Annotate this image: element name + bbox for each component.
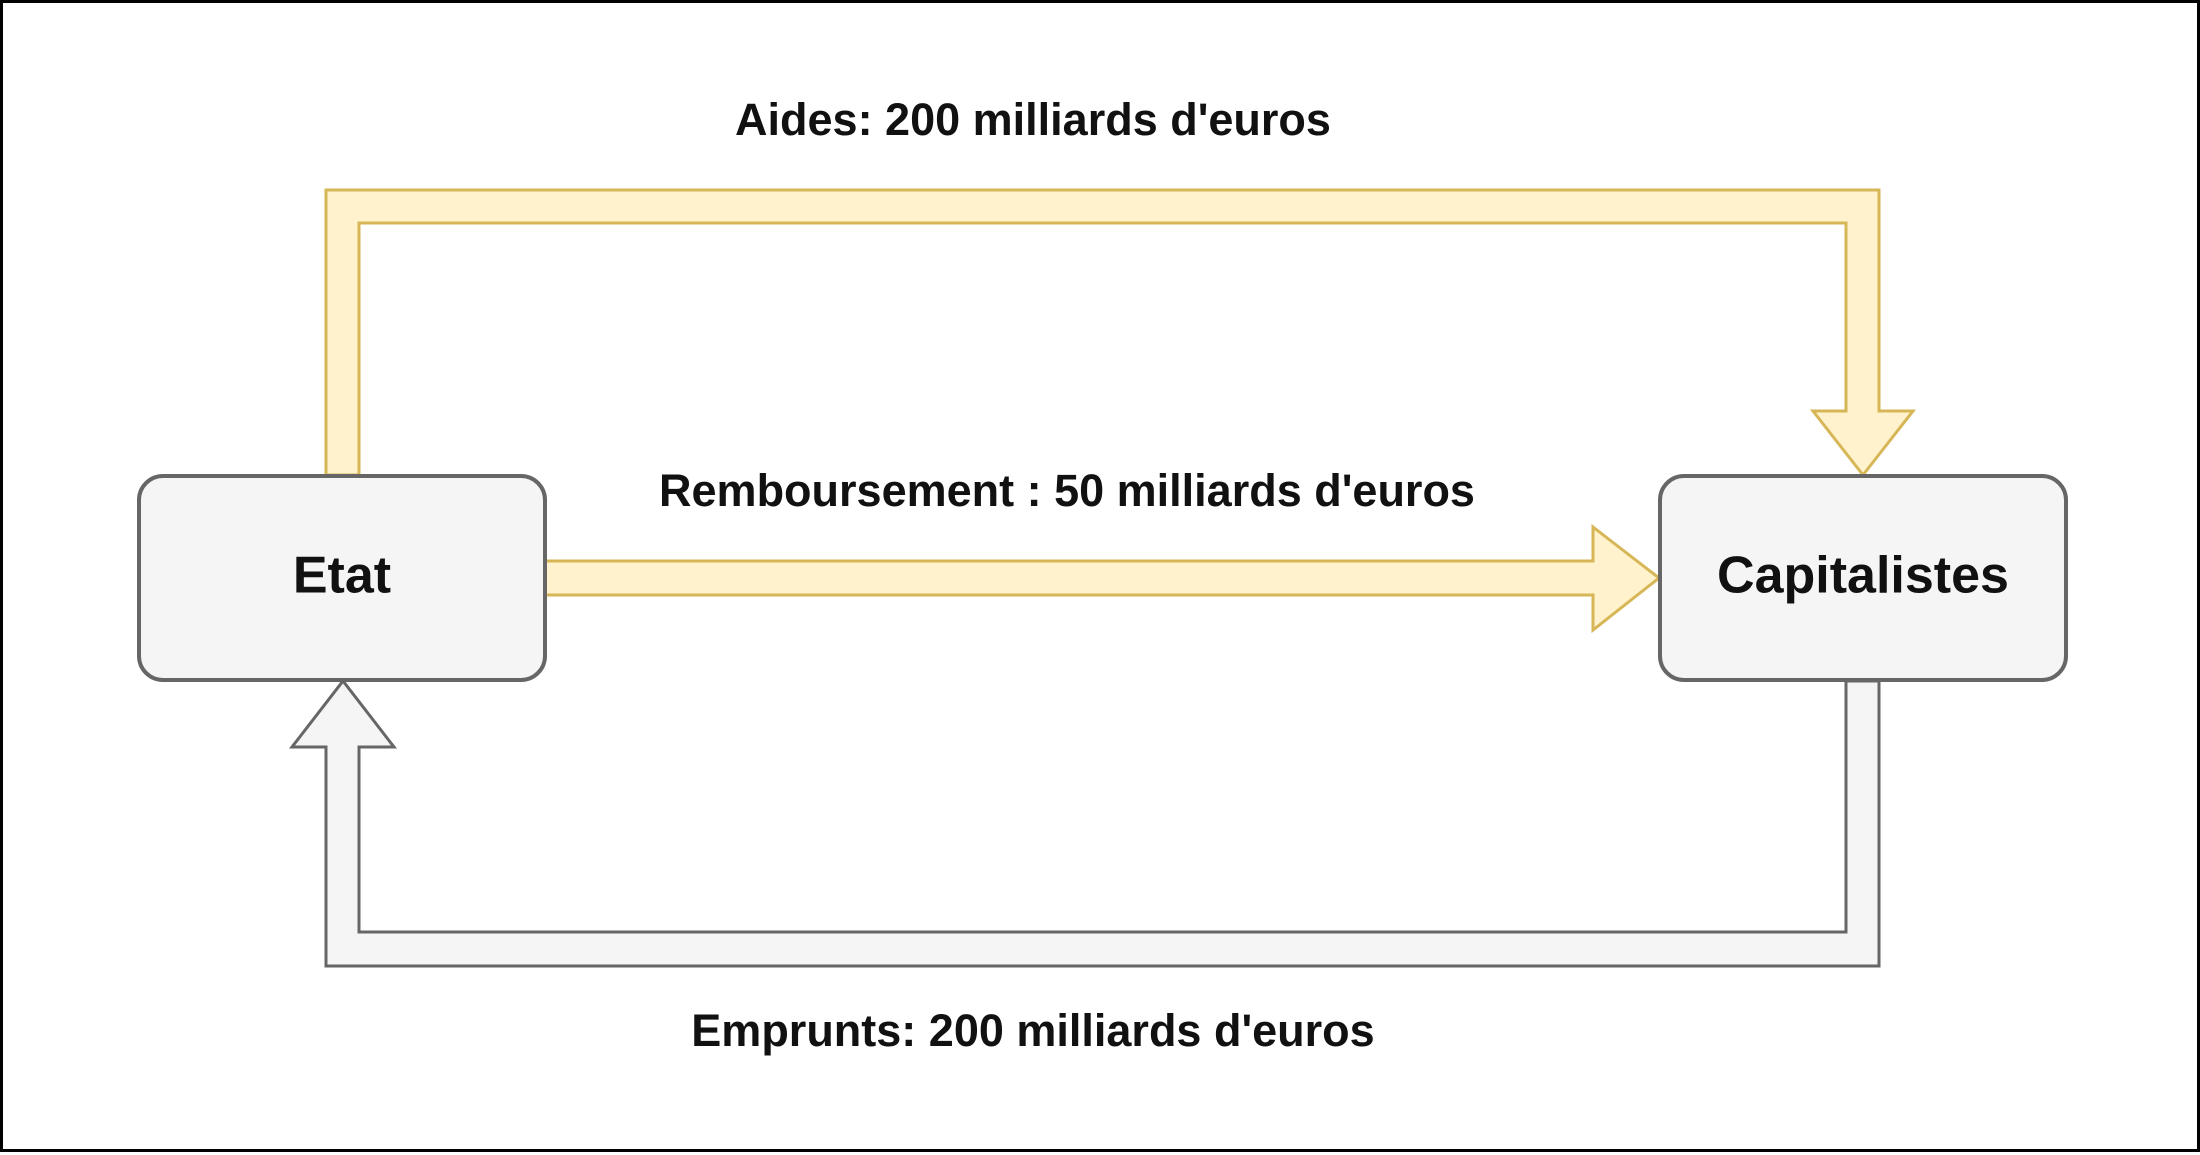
flow-diagram: Etat Capitalistes Aides: 200 milliards d… <box>137 94 2068 1056</box>
flow-emprunts-label: Emprunts: 200 milliards d'euros <box>691 1005 1374 1056</box>
node-capitalistes-label: Capitalistes <box>1717 547 2009 605</box>
flow-aides-label: Aides: 200 milliards d'euros <box>735 94 1331 145</box>
flow-aides-arrow <box>324 188 1917 478</box>
flow-emprunts-arrow <box>288 678 1881 968</box>
node-etat-label: Etat <box>293 547 391 605</box>
flow-remboursement-arrow <box>542 523 1662 634</box>
node-capitalistes[interactable] <box>1658 474 2068 682</box>
node-etat[interactable] <box>137 474 547 682</box>
flow-remboursement-label: Remboursement : 50 milliards d'euros <box>659 465 1475 516</box>
